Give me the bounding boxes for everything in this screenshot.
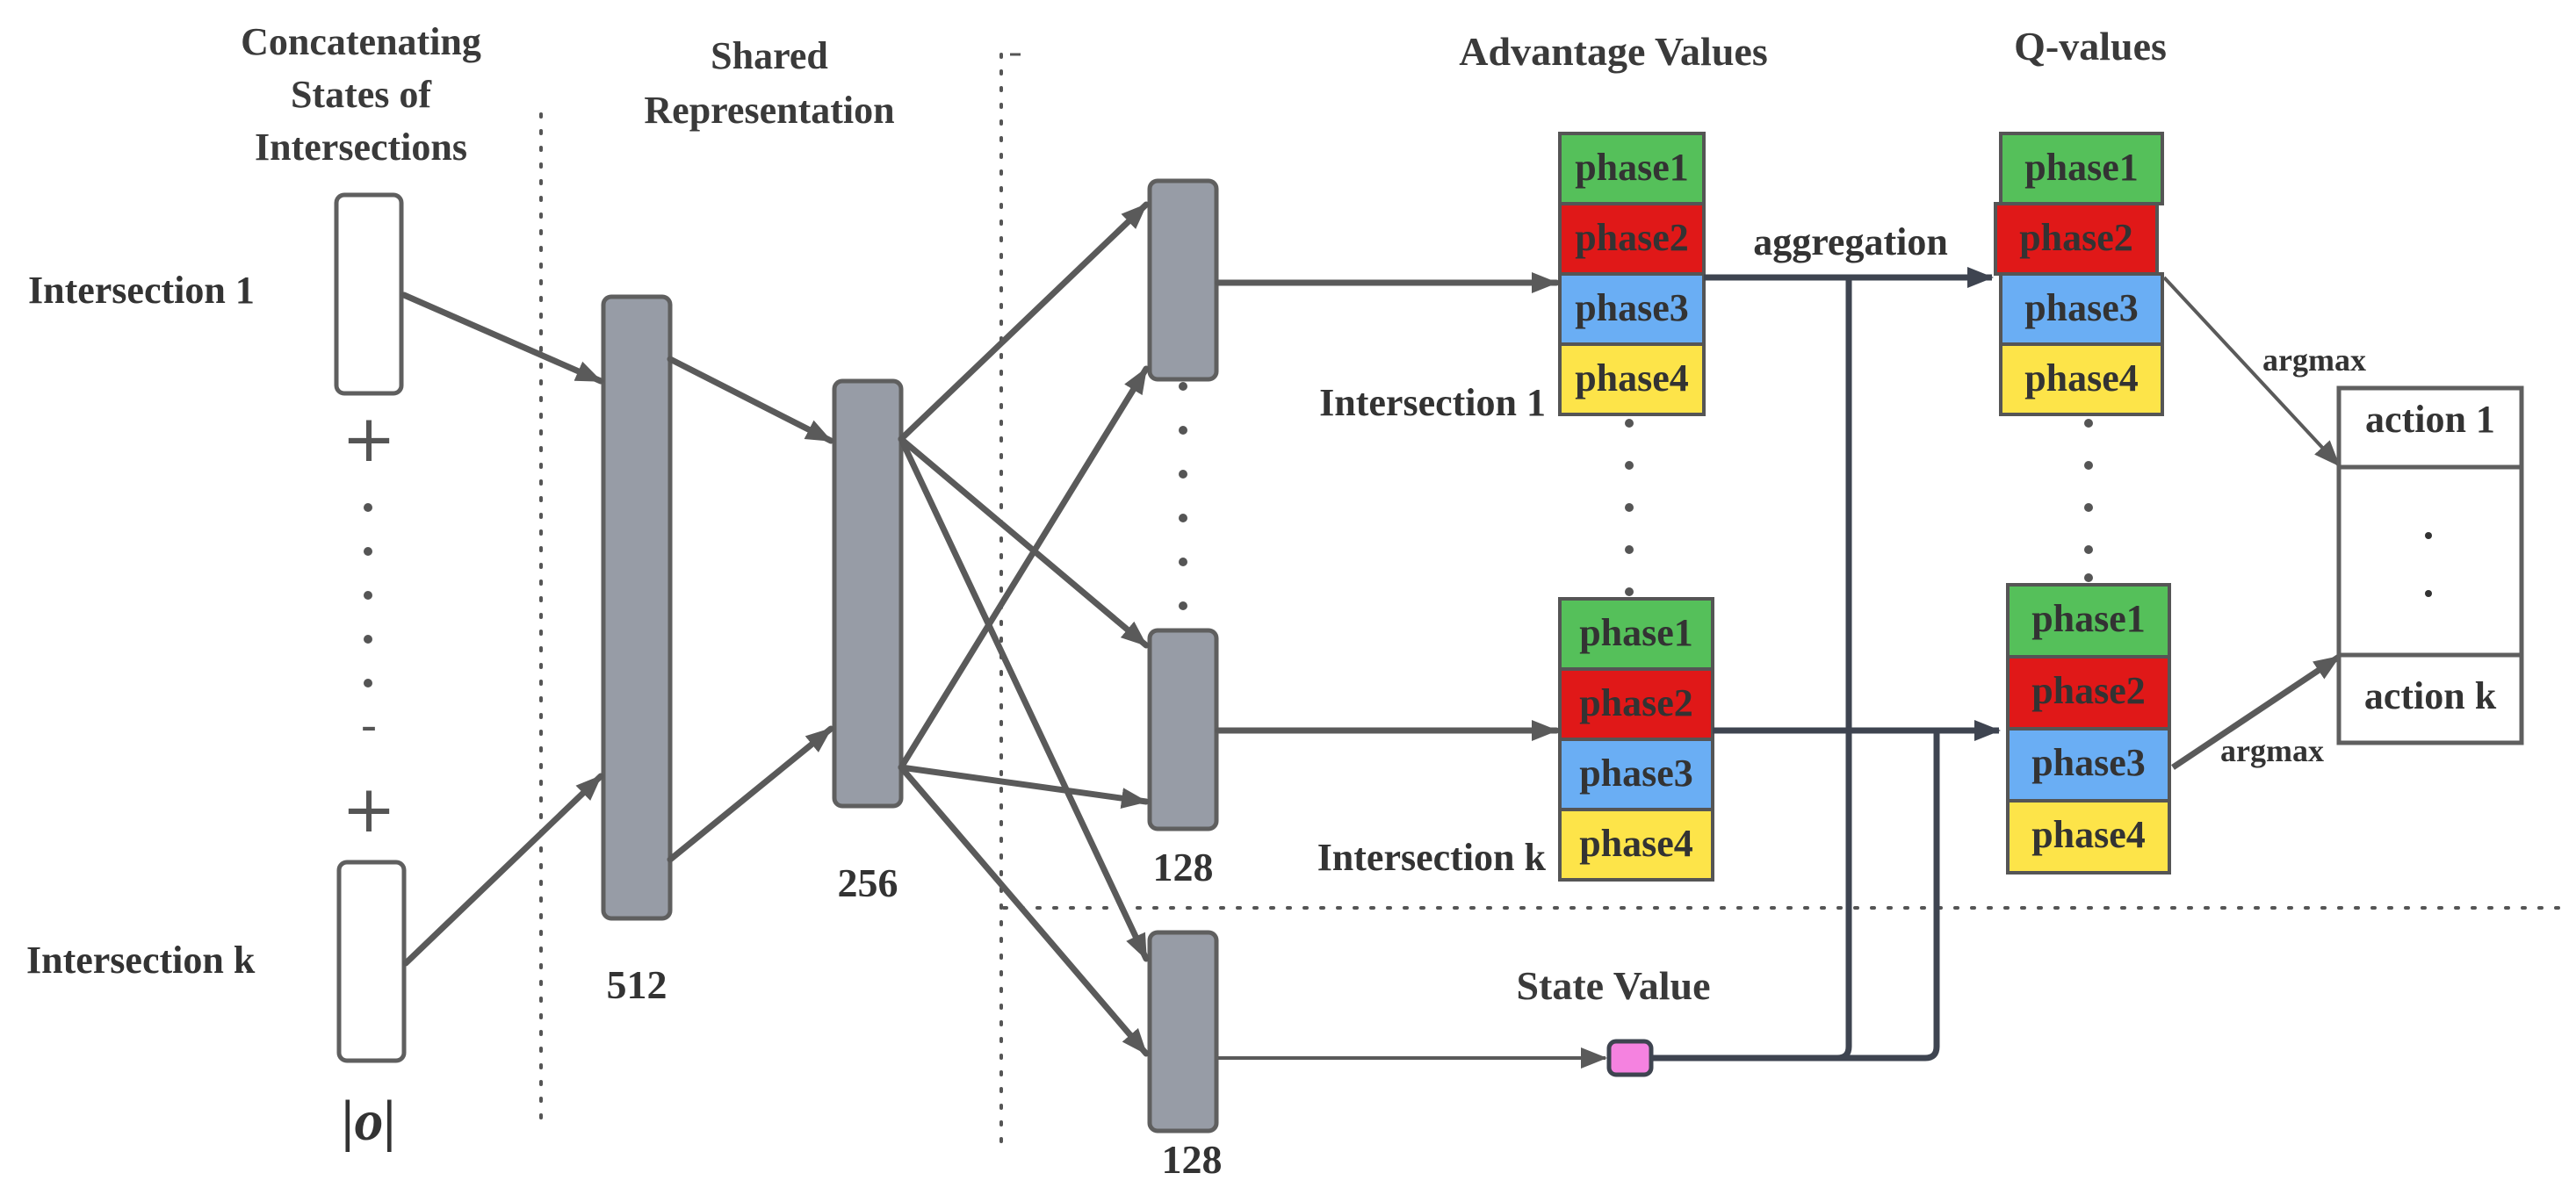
qk-phase4-cell [2006,799,2171,875]
q1-phase3-label: phase3 [2024,286,2139,329]
state-value-node [1606,1039,1654,1077]
adv1-phase2-label: phase2 [1575,216,1689,259]
header-q-values: Q-values [2014,24,2167,68]
q1-phase1-cell [1999,132,2164,205]
arrow-inputk-to-512 [402,773,604,967]
layer-512 [601,294,673,921]
header-concat-line1: Concatenating [241,20,481,63]
advantage-table-last: phase1 phase2 phase3 phase4 [1558,597,1714,882]
plus-sign-bottom: + [342,772,396,847]
input-label-first: Intersection 1 [28,269,255,312]
advantage-layer-size: 128 [1153,845,1214,889]
qk-phase3-cell [2006,727,2171,803]
header-concat-line2: States of [291,73,432,116]
header-shared: Shared Representation [644,34,894,132]
argmax-label-bottom: argmax [2220,733,2324,768]
action-first-label: action 1 [2365,398,2495,441]
header-concat: Concatenating States of Intersections [241,20,481,169]
arrow-512-to-256-bottom [667,725,834,863]
observation-size-label: |o| [342,1089,396,1153]
section-dividers [539,53,2562,1143]
layer-256-size: 256 [838,860,898,905]
q-table-first: phase1 phase2 phase3 phase4 [1994,132,2164,416]
advantage-group-label-first: Intersection 1 [1319,381,1546,424]
advantage-table-ellipsis [1625,419,1634,596]
state-value-layer [1147,930,1219,1134]
adv1-phase4-label: phase4 [1575,356,1689,399]
adv1-phase1-cell [1558,132,1706,205]
qk-phase2-label: phase2 [2031,669,2146,712]
adv1-phase4-cell [1558,342,1706,416]
action-ellipsis-dot-2 [2425,590,2432,597]
advk-phase1-label: phase1 [1579,611,1693,654]
action-panel [2336,385,2524,745]
advk-phase4-label: phase4 [1579,822,1693,865]
argmax-arrow-top [2162,276,2341,467]
adv1-phase1-label: phase1 [1575,146,1689,189]
layer-512-size: 512 [607,962,667,1007]
layer-256 [832,378,904,809]
q-table-last: phase1 phase2 phase3 phase4 [2006,583,2171,875]
advantage-layer-ellipsis [1179,382,1187,610]
header-shared-line2: Representation [644,89,894,132]
qk-phase2-cell [2006,655,2171,731]
advk-phase1-cell [1558,597,1714,671]
arrow-input1-to-512 [400,292,604,385]
advk-phase4-cell [1558,808,1714,882]
aggregation-label: aggregation [1753,220,1948,263]
arrow-256b-to-adv-bottom [898,764,1150,810]
header-concat-line3: Intersections [255,126,467,169]
dash-sign: - [361,700,378,752]
qk-phase3-label: phase3 [2031,741,2146,784]
q1-phase3-cell [1999,272,2164,346]
advk-phase3-cell [1558,738,1714,811]
arrow-512-to-256-top [667,356,834,444]
input-label-last: Intersection k [26,939,256,982]
header-advantage-values: Advantage Values [1459,29,1767,74]
advk-phase2-cell [1558,667,1714,741]
action-ellipsis-dot-1 [2425,532,2432,539]
advk-phase3-label: phase3 [1579,752,1693,795]
q1-phase4-cell [1999,342,2164,416]
arrow-256b-to-adv-top [898,365,1150,771]
adv1-phase3-cell [1558,272,1706,346]
arrow-256-to-state [898,435,1150,962]
input-box-first [334,192,404,396]
arrow-256-to-adv-top [898,201,1150,443]
header-shared-line1: Shared [711,34,828,77]
qk-phase1-cell [2006,583,2171,659]
network-arrows [400,201,1560,1057]
plus-sign-top: + [342,401,396,477]
advk-phase2-label: phase2 [1579,681,1693,724]
advantage-layer-top [1147,178,1219,382]
qk-phase1-label: phase1 [2031,597,2146,640]
action-last-label: action k [2364,674,2497,717]
q1-phase1-label: phase1 [2024,146,2139,189]
state-value-label: State Value [1516,963,1710,1008]
state-value-to-bottom-agg [1837,731,1940,1062]
arrow-256b-to-state [898,764,1150,1057]
action-output: action 1 action k [2336,385,2524,745]
advantage-layer-bottom [1147,628,1219,831]
q1-phase4-label: phase4 [2024,356,2139,399]
argmax-arrow-bottom [2171,654,2341,770]
advantage-table-first: phase1 phase2 phase3 phase4 [1558,132,1706,416]
input-box-last [336,860,407,1063]
argmax-label-top: argmax [2262,342,2366,378]
input-ellipsis [364,503,372,687]
aggregation-lines [1653,267,2001,1062]
qk-phase4-label: phase4 [2031,813,2146,856]
state-layer-size: 128 [1162,1137,1223,1182]
adv1-phase3-label: phase3 [1575,286,1689,329]
arrow-256-to-adv-bottom [898,435,1150,649]
q-table-ellipsis [2084,419,2093,582]
q1-phase2-label: phase2 [2019,216,2133,259]
advantage-group-label-last: Intersection k [1317,836,1547,879]
